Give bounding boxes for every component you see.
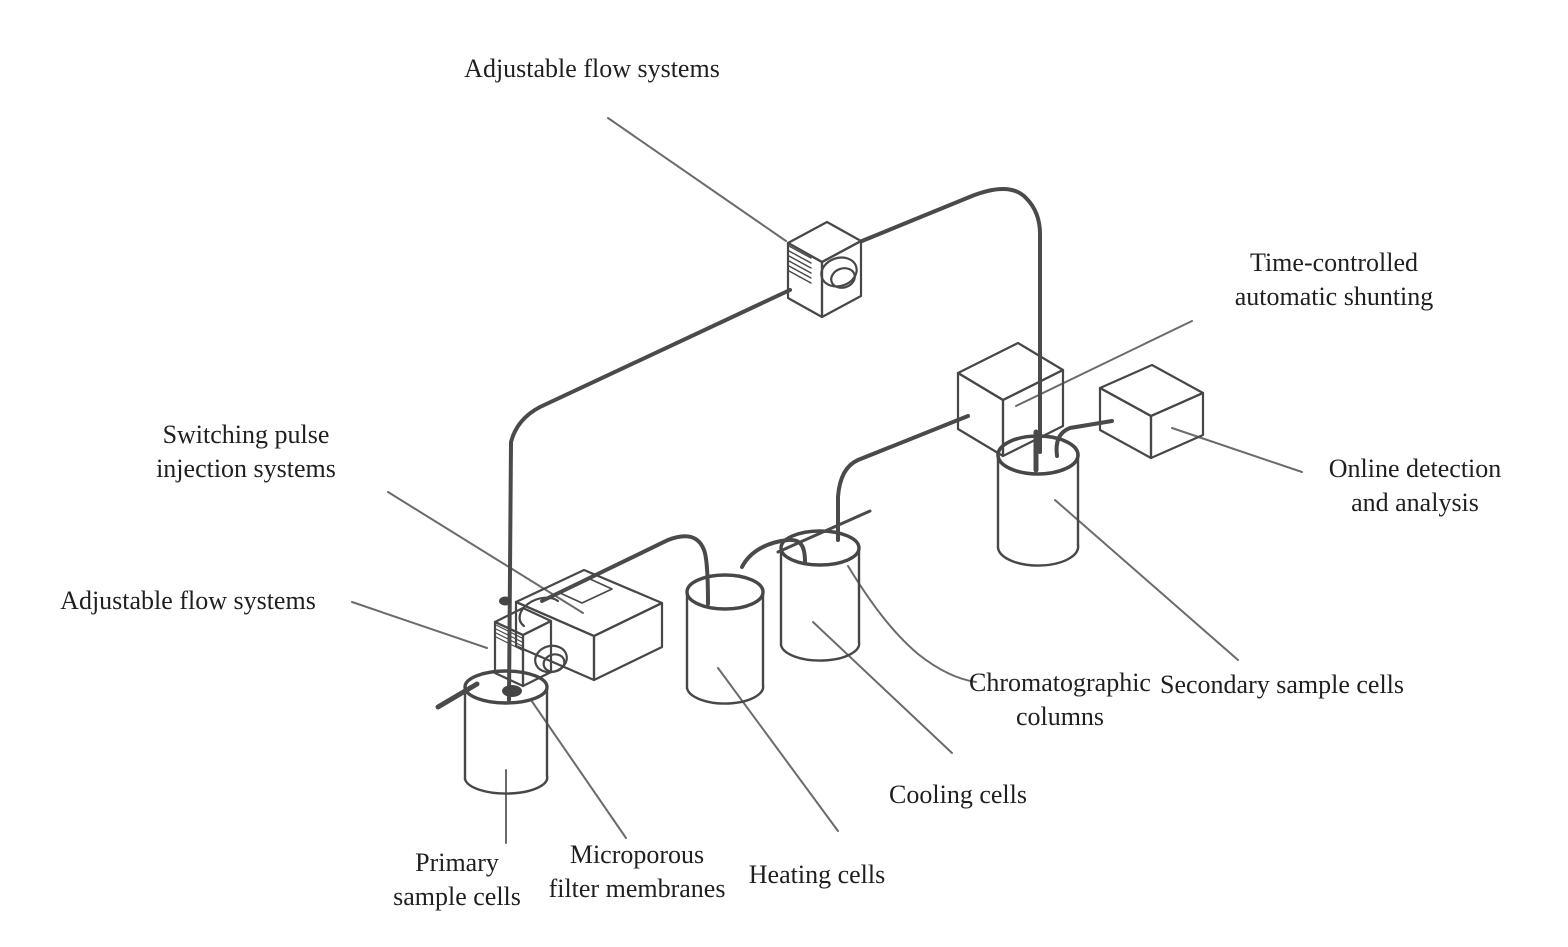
tube-pump-to-shunting — [860, 187, 1042, 454]
leader-online-detection — [1171, 427, 1303, 473]
leader-microporous-filter — [530, 699, 627, 839]
label-line: Adjustable flow systems — [60, 586, 316, 615]
cylinder-bottom — [685, 683, 765, 705]
box-front-face — [1149, 391, 1205, 460]
leader-time-controlled — [1015, 320, 1193, 407]
label-line: injection systems — [156, 453, 336, 483]
box-left-face — [956, 371, 1005, 458]
injection-valve-box — [514, 568, 664, 682]
box-top-face — [493, 606, 553, 637]
pump-lens-outer — [820, 256, 858, 288]
pump-lens-inner — [542, 653, 566, 673]
leader-adjustable-flow-left — [351, 601, 488, 649]
cylinder-bottom — [779, 640, 861, 662]
leader-adjustable-flow-top — [607, 117, 787, 242]
box-front-face — [592, 601, 664, 682]
shunting-valve-box — [956, 341, 1065, 458]
label-line: Cooling cells — [889, 780, 1027, 809]
label-line: and analysis — [1351, 487, 1479, 517]
flow-tubes — [435, 187, 1114, 710]
cells — [463, 434, 1080, 795]
label-line: Microporous — [569, 840, 705, 869]
tube-pump-to-injection — [507, 288, 792, 702]
tube-heating-to-cooling — [740, 537, 807, 569]
devices — [493, 220, 1205, 688]
label-secondary-sample-cells: Secondary sample cells — [1160, 668, 1404, 702]
label-microporous-filter-membranes: Microporous filter membranes — [549, 838, 726, 906]
heating-cell-cylinder — [685, 573, 765, 705]
leader-secondary-sample-cells — [1054, 499, 1239, 661]
junction-primary-cell — [502, 685, 522, 697]
leader-switching-pulse — [387, 491, 584, 614]
cylinder-rim — [685, 573, 765, 611]
label-line: Heating cells — [748, 860, 886, 889]
box-top-face — [1098, 363, 1205, 418]
label-time-controlled-automatic-shunting: Time-controlled automatic shunting — [1235, 246, 1434, 314]
label-line: automatic shunting — [1234, 281, 1434, 311]
tube-column-segment — [776, 509, 872, 554]
label-line: Time-controlled — [1249, 248, 1419, 277]
box-front-face — [820, 239, 863, 319]
leader-cooling-cells — [812, 621, 953, 754]
tube-shunting-to-detector — [1054, 419, 1114, 458]
cylinder-bottom — [996, 543, 1080, 567]
leader-chromatographic-columns — [847, 565, 977, 683]
label-line: columns — [1015, 701, 1105, 731]
label-line: Online detection — [1328, 454, 1502, 483]
label-line: Chromatographic — [969, 668, 1151, 697]
junction-injection-valve — [499, 596, 511, 606]
label-primary-sample-cells: Primary sample cells — [393, 846, 521, 914]
label-adjustable-flow-systems-top: Adjustable flow systems — [464, 52, 720, 86]
label-line: Adjustable flow systems — [464, 54, 720, 83]
tube-primary-cell-inlet — [435, 681, 480, 710]
primary-sample-cell-cylinder — [463, 669, 549, 795]
cooling-cell-cylinder — [779, 529, 861, 662]
leader-lines — [351, 117, 1303, 844]
valve-slot — [559, 578, 613, 604]
pump-hatch-lines — [788, 245, 812, 284]
label-switching-pulse-injection-systems: Switching pulse injection systems — [156, 418, 336, 486]
detection-box — [1098, 363, 1205, 460]
label-heating-cells: Heating cells — [749, 858, 885, 892]
label-line: Secondary sample cells — [1159, 670, 1405, 699]
top-pump-box — [786, 220, 863, 319]
tube-injection-to-heating — [540, 534, 710, 606]
tube-cooling-to-shunting — [836, 414, 970, 542]
label-chromatographic-columns: Chromatographic columns — [969, 666, 1151, 734]
label-line: Switching pulse — [162, 420, 330, 449]
label-adjustable-flow-systems-left: Adjustable flow systems — [60, 584, 316, 618]
label-line: filter membranes — [548, 873, 726, 903]
label-online-detection-and-analysis: Online detection and analysis — [1329, 452, 1502, 520]
cylinder-bottom — [463, 774, 549, 795]
cylinder-rim — [779, 529, 861, 567]
tube-junctions — [499, 596, 522, 697]
bottom-pump-box — [493, 606, 568, 688]
label-cooling-cells: Cooling cells — [889, 778, 1027, 812]
label-line: Primary — [415, 848, 499, 877]
leader-heating-cells — [717, 667, 839, 832]
box-front-face — [1001, 368, 1065, 458]
pump-lens-inner — [830, 267, 856, 289]
label-line: sample cells — [393, 881, 521, 911]
